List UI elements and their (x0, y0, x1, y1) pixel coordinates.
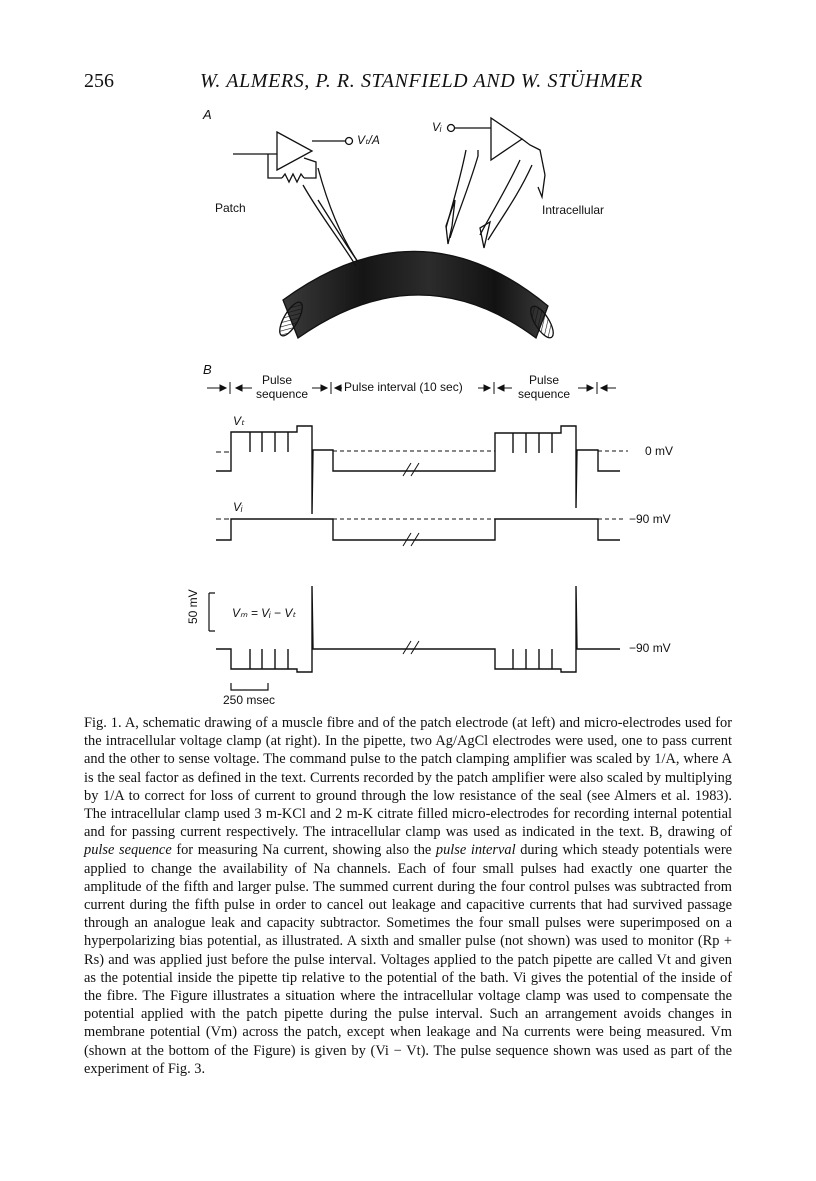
trace-vt (216, 425, 628, 515)
trace-vm (208, 585, 620, 691)
vm-equation: Vₘ = Vᵢ − Vₜ (232, 606, 296, 620)
fibre-cut-end-right (530, 305, 554, 339)
vt-over-a-label: Vₜ/A (357, 133, 380, 147)
figure-1-drawing (207, 116, 628, 691)
caption-part-1: Fig. 1. A, schematic drawing of a muscle… (84, 715, 732, 841)
caption-em-pulse-sequence: pulse sequence (84, 842, 172, 859)
trace-vi-label: Vᵢ (233, 500, 243, 514)
trace-vi (216, 518, 624, 547)
intracellular-label: Intracellular (542, 203, 605, 217)
pulse-sequence-2-line1: Pulse (529, 373, 560, 387)
fibre-cut-end-left (279, 301, 303, 337)
intracellular-amplifier (490, 116, 524, 162)
patch-label: Patch (215, 201, 246, 215)
panel-a-label: A (203, 107, 212, 122)
caption-part-2: for measuring Na current, showing also t… (171, 842, 436, 859)
level-0mv-label: 0 mV (645, 444, 674, 458)
running-header: 256 W. ALMERS, P. R. STANFIELD AND W. ST… (84, 70, 734, 96)
panel-b-timing-header (207, 382, 616, 394)
patch-amplifier (276, 130, 314, 172)
running-head-authors: W. ALMERS, P. R. STANFIELD AND W. STÜHME… (200, 70, 643, 92)
page-number: 256 (84, 70, 114, 92)
caption-em-pulse-interval: pulse interval (435, 842, 516, 859)
panel-a-schematic (233, 116, 554, 340)
caption-part-3: during which steady potentials were appl… (84, 842, 733, 1077)
scale-250msec-label: 250 msec (223, 693, 276, 707)
pulse-sequence-1-line1: Pulse (262, 373, 293, 387)
level-minus90-vi-label: −90 mV (629, 512, 671, 526)
scale-50mv-label: 50 mV (186, 589, 200, 624)
level-minus90-vm-label: −90 mV (629, 641, 671, 655)
trace-vt-label: Vₜ (233, 414, 245, 428)
muscle-fibre (282, 250, 549, 340)
pulse-sequence-1-line2: sequence (255, 387, 309, 401)
pulse-sequence-2-line2: sequence (517, 387, 571, 401)
panel-b-label: B (203, 362, 212, 377)
figure-caption: Fig. 1. A, schematic drawing of a muscle… (84, 714, 732, 1078)
pulse-interval-label: Pulse interval (10 sec) (344, 380, 463, 394)
vi-label: Vᵢ (432, 120, 442, 134)
